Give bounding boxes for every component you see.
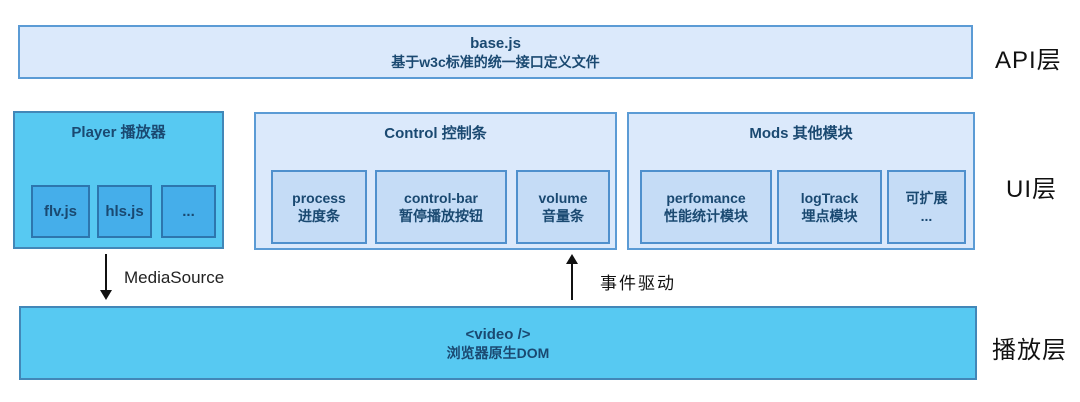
- control-item-control-bar-name: control-bar: [404, 190, 478, 206]
- control-box-title: Control 控制条: [384, 125, 487, 142]
- api-layer-box: base.js 基于w3c标准的统一接口定义文件: [18, 25, 973, 79]
- up-arrow-head: [566, 254, 578, 264]
- api-layer-label: API层: [995, 47, 1062, 74]
- player-box-title: Player 播放器: [71, 124, 166, 141]
- up-arrow-icon: [566, 254, 578, 300]
- down-arrow-head: [100, 290, 112, 300]
- video-box-subtitle: 浏览器原生DOM: [446, 344, 550, 361]
- control-item-volume-desc: 音量条: [542, 208, 584, 224]
- ui-layer-label: UI层: [1006, 176, 1057, 203]
- mods-item-extensible-desc: ...: [920, 208, 933, 224]
- down-arrow-line: [105, 254, 107, 291]
- control-item-control-bar-desc: 暂停播放按钮: [399, 208, 483, 224]
- up-arrow-line: [571, 263, 573, 300]
- mods-item-perfomance-name: perfomance: [666, 190, 746, 206]
- player-item-hlsjs: hls.js: [97, 185, 152, 238]
- control-box: Control 控制条 process 进度条 control-bar 暂停播放…: [254, 112, 617, 250]
- control-item-volume: volume 音量条: [516, 170, 610, 244]
- api-box-subtitle: 基于w3c标准的统一接口定义文件: [391, 53, 600, 70]
- api-box-title: base.js: [470, 34, 521, 52]
- player-box: Player 播放器 flv.js hls.js ...: [13, 111, 224, 249]
- control-item-process: process 进度条: [271, 170, 367, 244]
- mods-item-logtrack-desc: 埋点模块: [801, 208, 858, 224]
- mods-box: Mods 其他模块 perfomance 性能统计模块 logTrack 埋点模…: [627, 112, 975, 250]
- control-item-control-bar: control-bar 暂停播放按钮: [375, 170, 507, 244]
- mods-item-logtrack: logTrack 埋点模块: [777, 170, 882, 244]
- mods-item-perfomance: perfomance 性能统计模块: [640, 170, 772, 244]
- control-item-volume-name: volume: [538, 190, 588, 206]
- mods-item-extensible: 可扩展 ...: [887, 170, 966, 244]
- video-layer-box: <video /> 浏览器原生DOM: [19, 306, 977, 380]
- mods-item-logtrack-name: logTrack: [800, 190, 859, 206]
- mods-box-title: Mods 其他模块: [749, 125, 853, 142]
- player-item-more: ...: [161, 185, 216, 238]
- media-source-label: MediaSource: [124, 268, 225, 287]
- mods-item-perfomance-desc: 性能统计模块: [664, 208, 748, 224]
- playback-layer-label: 播放层: [992, 338, 1067, 364]
- event-driven-label: 事件驱动: [600, 274, 676, 293]
- control-item-process-desc: 进度条: [298, 208, 340, 224]
- down-arrow-icon: [100, 254, 112, 300]
- mods-item-extensible-name: 可扩展: [905, 190, 948, 206]
- player-item-flvjs: flv.js: [31, 185, 90, 238]
- control-item-process-name: process: [292, 190, 346, 206]
- video-box-title: <video />: [465, 325, 531, 343]
